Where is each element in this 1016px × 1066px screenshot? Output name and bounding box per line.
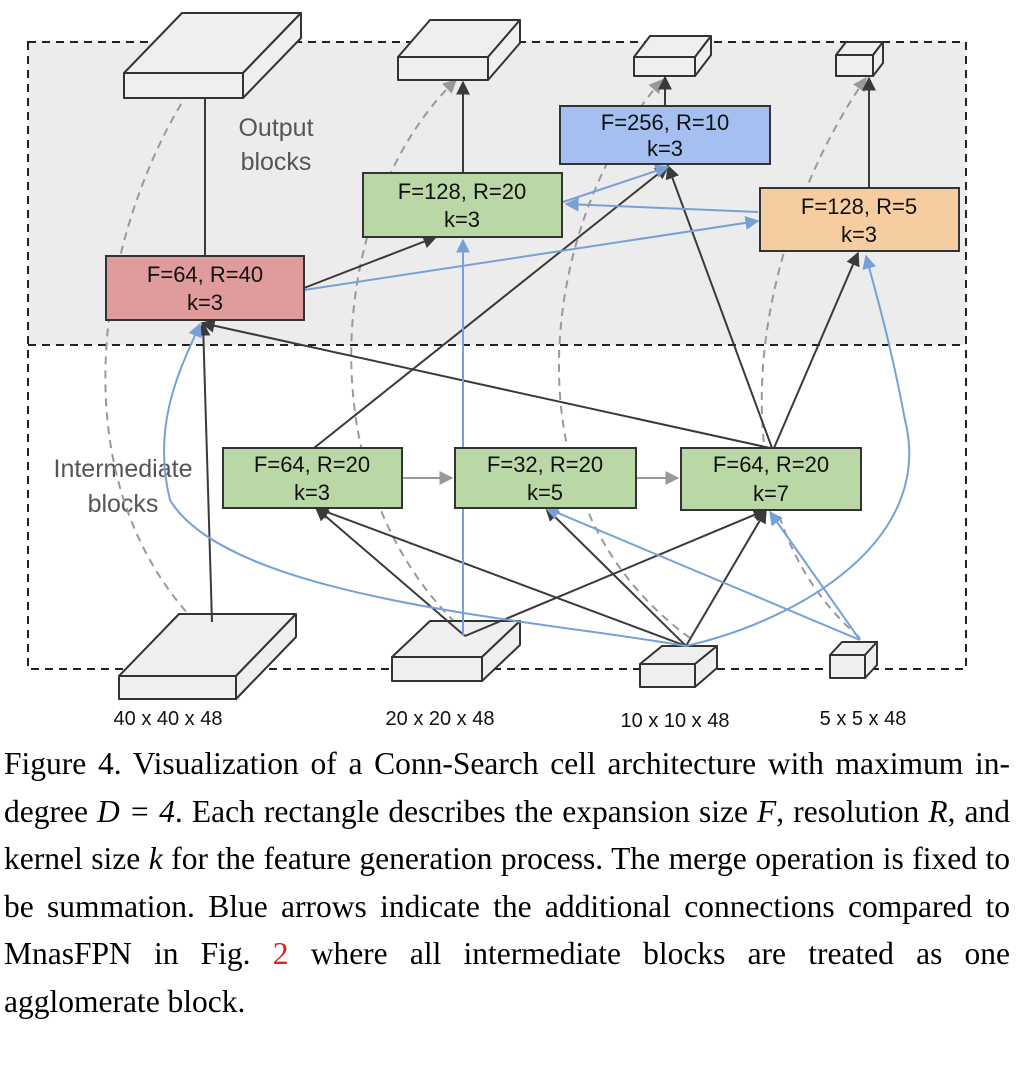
caption-part4: , and kernel size <box>4 793 1010 877</box>
caption-prefix: Figure 4. Visualization of a Conn-Search… <box>4 746 1010 829</box>
input-label-10: 10 x 10 x 48 <box>621 710 730 732</box>
svg-text:F=32, R=20: F=32, R=20 <box>487 452 603 477</box>
svg-text:F=128, R=5: F=128, R=5 <box>801 194 917 219</box>
block-output-r10: F=256, R=10 k=3 <box>559 105 771 165</box>
caption-part2: . Each rectangle describes the expansion… <box>174 793 758 829</box>
caption-math-d: D = 4 <box>97 793 175 829</box>
svg-text:F=64, R=20: F=64, R=20 <box>713 452 829 477</box>
svg-text:F=64, R=40: F=64, R=40 <box>147 262 263 287</box>
svg-text:k=5: k=5 <box>527 480 563 505</box>
caption-var-f: F <box>757 793 777 829</box>
caption-part5: for the feature generation process. The … <box>4 841 1010 971</box>
svg-text:k=7: k=7 <box>753 481 789 506</box>
block-intermediate-3: F=64, R=20 k=7 <box>680 447 862 511</box>
caption-var-k: k <box>148 841 163 876</box>
block-output-r20: F=128, R=20 k=3 <box>362 172 563 238</box>
svg-text:k=3: k=3 <box>444 207 480 232</box>
block-intermediate-2: F=32, R=20 k=5 <box>454 447 637 509</box>
caption-part3: , resolution <box>776 793 929 829</box>
architecture-diagram: Output blocks Intermediate blocks <box>27 12 967 732</box>
svg-text:F=256, R=10: F=256, R=10 <box>601 110 729 135</box>
input-label-20: 20 x 20 x 48 <box>386 708 495 730</box>
intermediate-blocks-label-2: blocks <box>88 490 159 518</box>
block-intermediate-1: F=64, R=20 k=3 <box>222 447 403 509</box>
output-blocks-label: Output <box>238 114 313 142</box>
identity-connections <box>104 73 867 639</box>
base-connections <box>196 75 876 647</box>
svg-text:k=3: k=3 <box>647 136 683 161</box>
svg-text:F=64, R=20: F=64, R=20 <box>254 452 370 477</box>
figure-reference-link[interactable]: 2 <box>272 936 289 971</box>
output-cuboids <box>123 12 884 99</box>
additional-connections <box>162 164 911 647</box>
output-blocks-label-2: blocks <box>241 148 312 176</box>
input-label-5: 5 x 5 x 48 <box>820 708 907 730</box>
intermediate-blocks-label: Intermediate <box>54 455 193 483</box>
input-cuboids <box>118 613 878 700</box>
caption-suffix: where all intermediate blocks are treate… <box>4 936 1010 1019</box>
caption-var-r: R <box>928 793 948 829</box>
svg-text:k=3: k=3 <box>187 290 223 315</box>
svg-text:k=3: k=3 <box>294 480 330 505</box>
svg-text:F=128, R=20: F=128, R=20 <box>398 179 526 204</box>
figure-caption: Figure 4. Visualization of a Conn-Search… <box>4 740 1010 1025</box>
block-output-r40: F=64, R=40 k=3 <box>105 255 305 321</box>
svg-text:k=3: k=3 <box>841 222 877 247</box>
block-output-r5: F=128, R=5 k=3 <box>759 187 960 252</box>
input-label-40: 40 x 40 x 48 <box>114 708 223 730</box>
